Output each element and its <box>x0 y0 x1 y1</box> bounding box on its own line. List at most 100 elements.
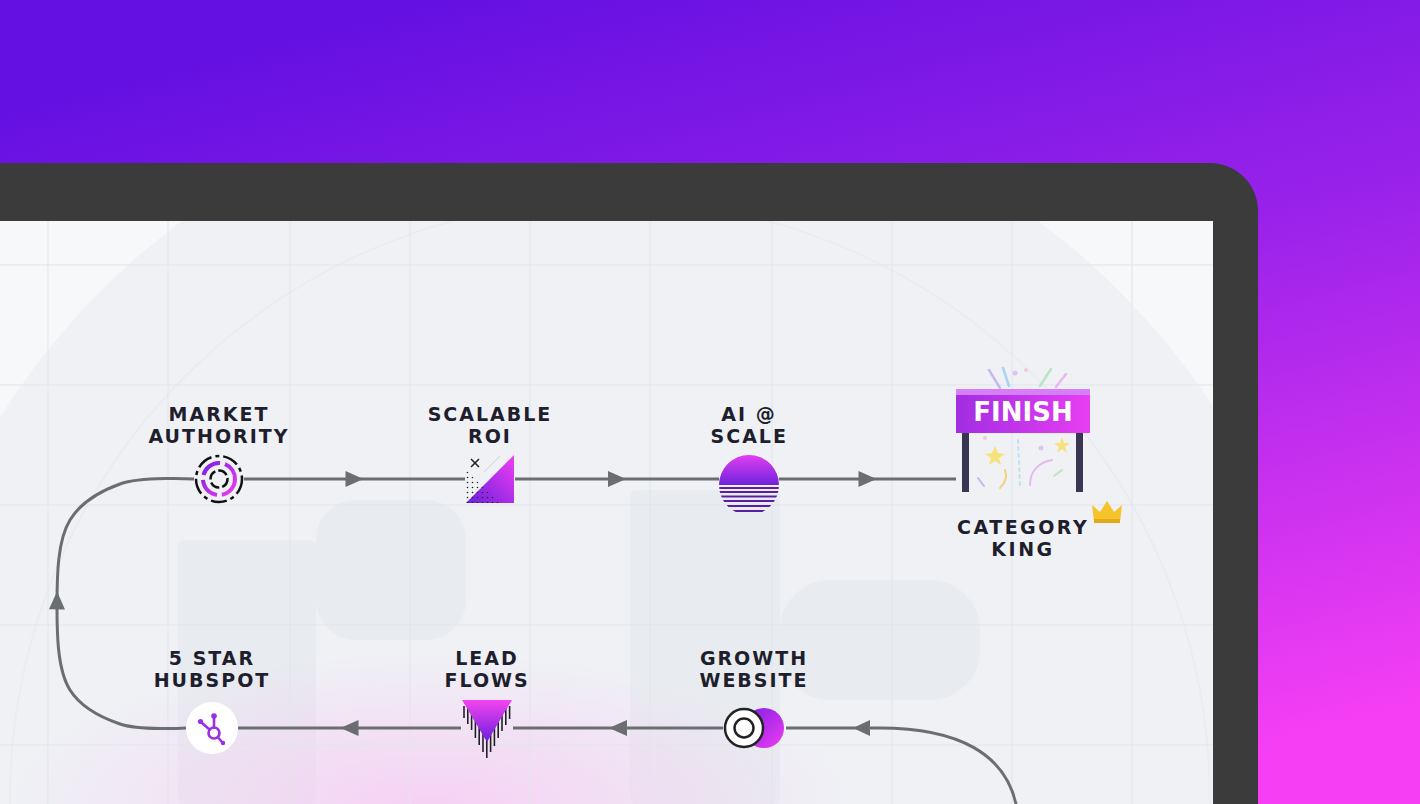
milestone-label: MARKET AUTHORITY <box>149 403 290 447</box>
funnel-icon <box>462 700 512 742</box>
watermark-shape <box>316 500 466 640</box>
hubspot-icon <box>186 702 238 754</box>
finish-banner <box>956 389 1090 395</box>
finish-banner <box>1003 368 1009 386</box>
finish-banner <box>983 436 987 440</box>
finish-banner <box>962 430 969 492</box>
grid <box>0 505 1213 506</box>
milestone-node: AI @ SCALE <box>719 455 779 515</box>
grid <box>290 221 291 804</box>
grid <box>650 221 651 804</box>
arrowhead <box>341 720 359 736</box>
arrowhead <box>853 720 870 736</box>
website-icon <box>735 719 754 738</box>
website-icon <box>725 709 763 747</box>
flow-connector <box>49 479 194 729</box>
finish-banner <box>1054 437 1070 453</box>
crown <box>1094 519 1120 523</box>
roi-icon <box>471 459 479 467</box>
roi-icon <box>484 456 500 472</box>
banner-label: FINISH <box>956 390 1090 433</box>
roi-icon <box>466 455 514 503</box>
ai-icon <box>719 488 779 511</box>
finish-node: FINISHCATEGORY KING <box>956 368 1090 492</box>
milestone-label: CATEGORY KING <box>957 516 1089 560</box>
flow-connector <box>238 720 461 736</box>
crown <box>1092 501 1122 522</box>
flow-connector <box>244 471 465 487</box>
roi-icon <box>471 459 479 467</box>
arrowhead <box>609 720 627 736</box>
milestone-label: LEAD FLOWS <box>445 647 530 691</box>
funnel-icon <box>462 700 512 758</box>
grid <box>1132 221 1133 804</box>
grid <box>48 221 49 804</box>
finish-banner <box>978 478 984 486</box>
grid <box>530 221 531 804</box>
funnel-stroke <box>463 706 465 718</box>
milestone-node: GROWTH WEBSITE <box>723 707 785 749</box>
finish-banner <box>1056 374 1066 387</box>
milestone-label: GROWTH WEBSITE <box>697 647 811 691</box>
hubspot-icon <box>202 718 222 742</box>
finish-banner <box>1000 470 1006 488</box>
finish-banner <box>989 368 1066 388</box>
screen-decor <box>0 221 1213 804</box>
ai-icon <box>719 510 779 512</box>
flow-connector <box>779 471 956 487</box>
grid <box>892 221 893 804</box>
ai-icon <box>719 505 779 507</box>
watermark-shape <box>780 580 980 700</box>
hubspot-icon <box>198 719 203 724</box>
hubspot-icon <box>218 738 222 743</box>
finish-banner <box>956 368 1090 492</box>
finish-banner <box>1018 440 1020 486</box>
flow-connector <box>515 471 719 487</box>
milestone-label: SCALABLE ROI <box>428 403 553 447</box>
finish-banner <box>1039 446 1044 451</box>
milestone-node: LEAD FLOWS <box>461 700 513 758</box>
grid <box>0 385 1213 386</box>
hubspot-icon <box>221 741 225 745</box>
roi-icon <box>466 470 499 503</box>
faint-arc <box>10 221 1210 804</box>
authority-icon <box>196 456 242 502</box>
milestone-label: 5 STAR HUBSPOT <box>154 647 271 691</box>
connector-line <box>57 479 194 729</box>
grid <box>410 221 411 804</box>
milestone-node: MARKET AUTHORITY <box>194 454 244 504</box>
flow-connector <box>513 720 723 736</box>
authority-icon <box>203 463 235 495</box>
finish-banner <box>956 389 1090 433</box>
grid <box>0 625 1213 626</box>
funnel-stroke <box>509 706 511 719</box>
hubspot-icon <box>202 723 210 730</box>
hubspot-icon <box>186 702 238 754</box>
finish-banner <box>1024 368 1028 372</box>
grid <box>1012 221 1013 804</box>
milestone-label: AI @ SCALE <box>711 403 788 447</box>
hubspot-icon <box>213 718 216 728</box>
ai-icon <box>719 455 779 511</box>
faint-circle <box>0 221 1213 804</box>
roi-icon <box>466 455 514 503</box>
finish-banner <box>1040 369 1051 386</box>
ai-icon <box>719 491 779 493</box>
finish-banner <box>985 446 1005 465</box>
website-icon <box>725 708 784 748</box>
finish-banner <box>1076 430 1083 492</box>
ai-icon <box>719 500 779 502</box>
grid <box>0 265 1213 266</box>
finish-banner <box>1013 371 1018 376</box>
finish-banner <box>989 370 1000 388</box>
finish-banner <box>1054 470 1062 476</box>
grid <box>0 221 1213 804</box>
arrowhead <box>346 471 364 487</box>
grid <box>0 745 1213 746</box>
ai-icon <box>719 496 779 498</box>
ai-icon <box>719 487 779 489</box>
milestone-node: SCALABLE ROI <box>465 454 515 504</box>
grid <box>168 221 169 804</box>
